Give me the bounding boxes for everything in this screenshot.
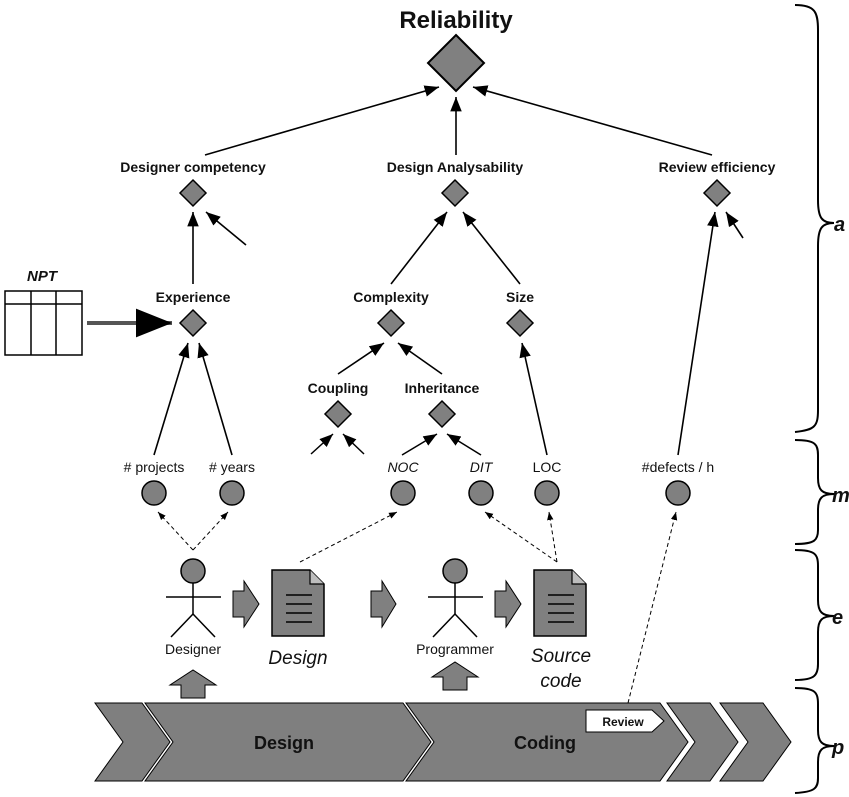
up-arrow-coding-phase (430, 661, 480, 691)
edge-competency-to-reliability (204, 85, 440, 156)
measure-noc-label: NOC (387, 459, 419, 475)
brace-label-phases: p (831, 737, 844, 759)
programmer-actor-icon (428, 558, 483, 638)
flow-arrow-design-to-programmer (370, 579, 397, 629)
edge-dit-to-inheritance (446, 433, 482, 456)
source-code-document-icon (533, 569, 587, 637)
edge-size-to-analysability (462, 211, 521, 285)
measure-dit-node (468, 480, 494, 506)
designer-label: Designer (165, 641, 221, 657)
measure-years-label: # years (209, 459, 255, 475)
size-label: Size (506, 289, 534, 305)
edge-review-to-reliability (472, 85, 713, 156)
designer-actor-icon (166, 558, 221, 638)
edge-years-to-experience (197, 342, 233, 456)
edge-defects-to-review (677, 211, 719, 456)
edge-projects-to-experience (153, 342, 190, 456)
phase-chevron-start (94, 702, 171, 782)
coupling-node (323, 399, 353, 429)
inheritance-label: Inheritance (405, 380, 480, 396)
measure-loc-label: LOC (533, 459, 562, 475)
edge-complexity-to-analysability (390, 211, 448, 285)
measure-dit-label: DIT (470, 459, 494, 475)
design-analysability-label: Design Analysability (387, 159, 524, 175)
measure-years-node (219, 480, 245, 506)
measure-noc-node (390, 480, 416, 506)
brace-label-measures: m (832, 485, 849, 507)
flow-arrow-programmer-to-code (494, 579, 522, 629)
measure-projects-node (141, 480, 167, 506)
measure-defects-node (665, 480, 691, 506)
edge-coupling-to-complexity (337, 342, 385, 375)
measure-loc-node (534, 480, 560, 506)
inheritance-node (427, 399, 457, 429)
braces (794, 4, 835, 794)
phase-design-label: Design (254, 733, 314, 753)
edge-inheritance-to-complexity (397, 342, 443, 375)
diagram-title: Reliability (399, 7, 513, 34)
design-document-label: Design (268, 648, 327, 669)
designer-competency-node (178, 178, 208, 208)
design-document-icon (271, 569, 325, 637)
programmer-label: Programmer (416, 641, 494, 657)
phase-chevron-after-1 (666, 702, 739, 782)
reliability-node (426, 33, 486, 93)
phase-coding-label: Coding (514, 733, 576, 753)
measure-projects-label: # projects (124, 459, 185, 475)
edge-noc-to-inheritance (401, 433, 438, 456)
up-arrow-design-phase (168, 669, 218, 699)
experience-node (178, 308, 208, 338)
npt-label: NPT (27, 268, 59, 285)
edge-coupling-in-left (310, 433, 334, 455)
coupling-label: Coupling (308, 380, 369, 396)
phase-design (144, 702, 432, 782)
designer-competency-label: Designer competency (120, 159, 266, 175)
experience-label: Experience (156, 289, 231, 305)
brace-label-attributes: a (834, 214, 845, 236)
complexity-node (376, 308, 406, 338)
brace-label-entities: e (832, 607, 843, 629)
source-code-label-line2: code (540, 671, 581, 692)
measure-defects-label: #defects / h (642, 459, 714, 475)
npt-table (4, 290, 83, 356)
edge-coupling-in-right (342, 433, 365, 455)
size-node (505, 308, 535, 338)
design-analysability-node (440, 178, 470, 208)
review-efficiency-node (702, 178, 732, 208)
edge-loc-to-size (519, 342, 548, 456)
complexity-label: Complexity (353, 289, 429, 305)
review-tag (585, 709, 665, 733)
edge-competency-extra (205, 211, 247, 246)
review-tag-label: Review (602, 715, 644, 729)
edge-review-extra (725, 211, 744, 239)
phase-chevron-after-2 (719, 702, 792, 782)
flow-arrow-designer-to-design (232, 579, 260, 629)
source-code-label-line1: Source (531, 646, 591, 667)
dashed-links (157, 511, 678, 704)
review-efficiency-label: Review efficiency (659, 159, 776, 175)
